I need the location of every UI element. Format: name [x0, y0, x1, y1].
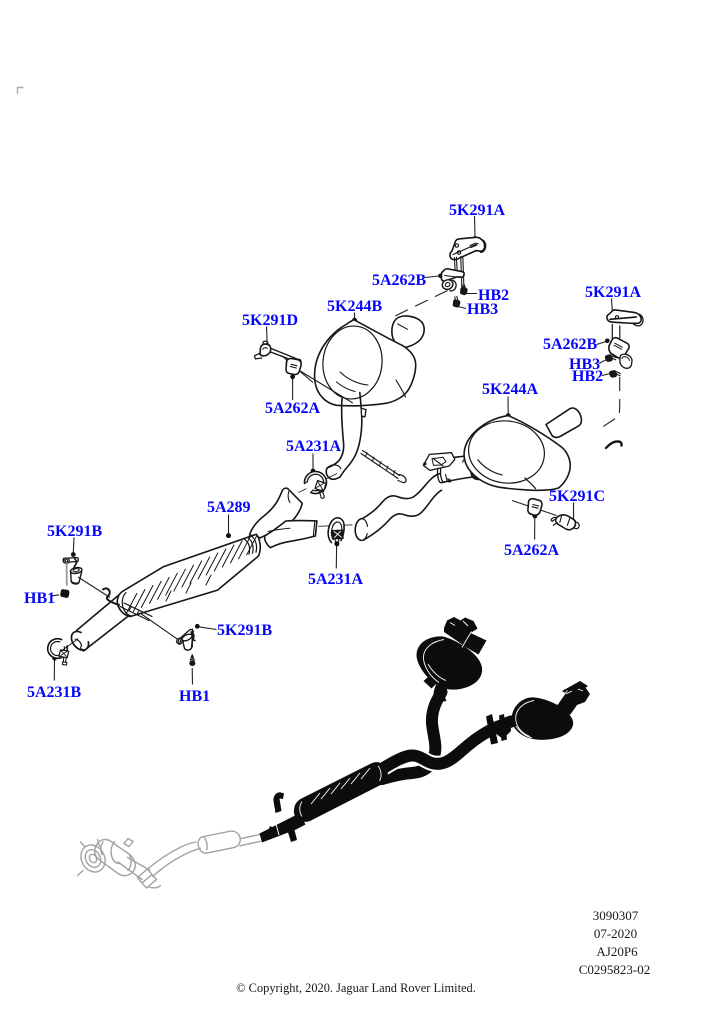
svg-text:HB2: HB2: [478, 287, 509, 304]
svg-text:5K291D: 5K291D: [242, 312, 298, 329]
svg-text:5A262A: 5A262A: [504, 542, 560, 559]
svg-text:5K291A: 5K291A: [449, 202, 505, 219]
svg-text:HB1: HB1: [179, 688, 210, 705]
svg-text:© Copyright, 2020. Jaguar Land: © Copyright, 2020. Jaguar Land Rover Lim…: [236, 981, 476, 995]
svg-text:5A262A: 5A262A: [265, 400, 321, 417]
svg-text:5K291A: 5K291A: [585, 284, 641, 301]
svg-text:5A231A: 5A231A: [308, 571, 364, 588]
svg-text:5K244B: 5K244B: [327, 298, 382, 315]
svg-text:HB1: HB1: [24, 590, 55, 607]
svg-text:5K291B: 5K291B: [47, 523, 102, 540]
svg-text:5K291B: 5K291B: [217, 622, 272, 639]
svg-text:5A231A: 5A231A: [286, 438, 342, 455]
svg-text:HB2: HB2: [572, 368, 603, 385]
svg-text:HB3: HB3: [467, 301, 498, 318]
svg-text:5K291C: 5K291C: [549, 488, 605, 505]
svg-text:AJ20P6: AJ20P6: [596, 944, 638, 959]
svg-text:5A262B: 5A262B: [543, 336, 598, 353]
svg-text:HB3: HB3: [569, 356, 600, 373]
svg-text:C0295823-02: C0295823-02: [579, 962, 651, 977]
svg-text:5A289: 5A289: [207, 499, 251, 516]
svg-text:3090307: 3090307: [593, 908, 639, 923]
svg-text:5A231B: 5A231B: [27, 684, 82, 701]
svg-text:07-2020: 07-2020: [594, 926, 637, 941]
svg-text:5K244A: 5K244A: [482, 381, 538, 398]
svg-text:5A262B: 5A262B: [372, 272, 427, 289]
